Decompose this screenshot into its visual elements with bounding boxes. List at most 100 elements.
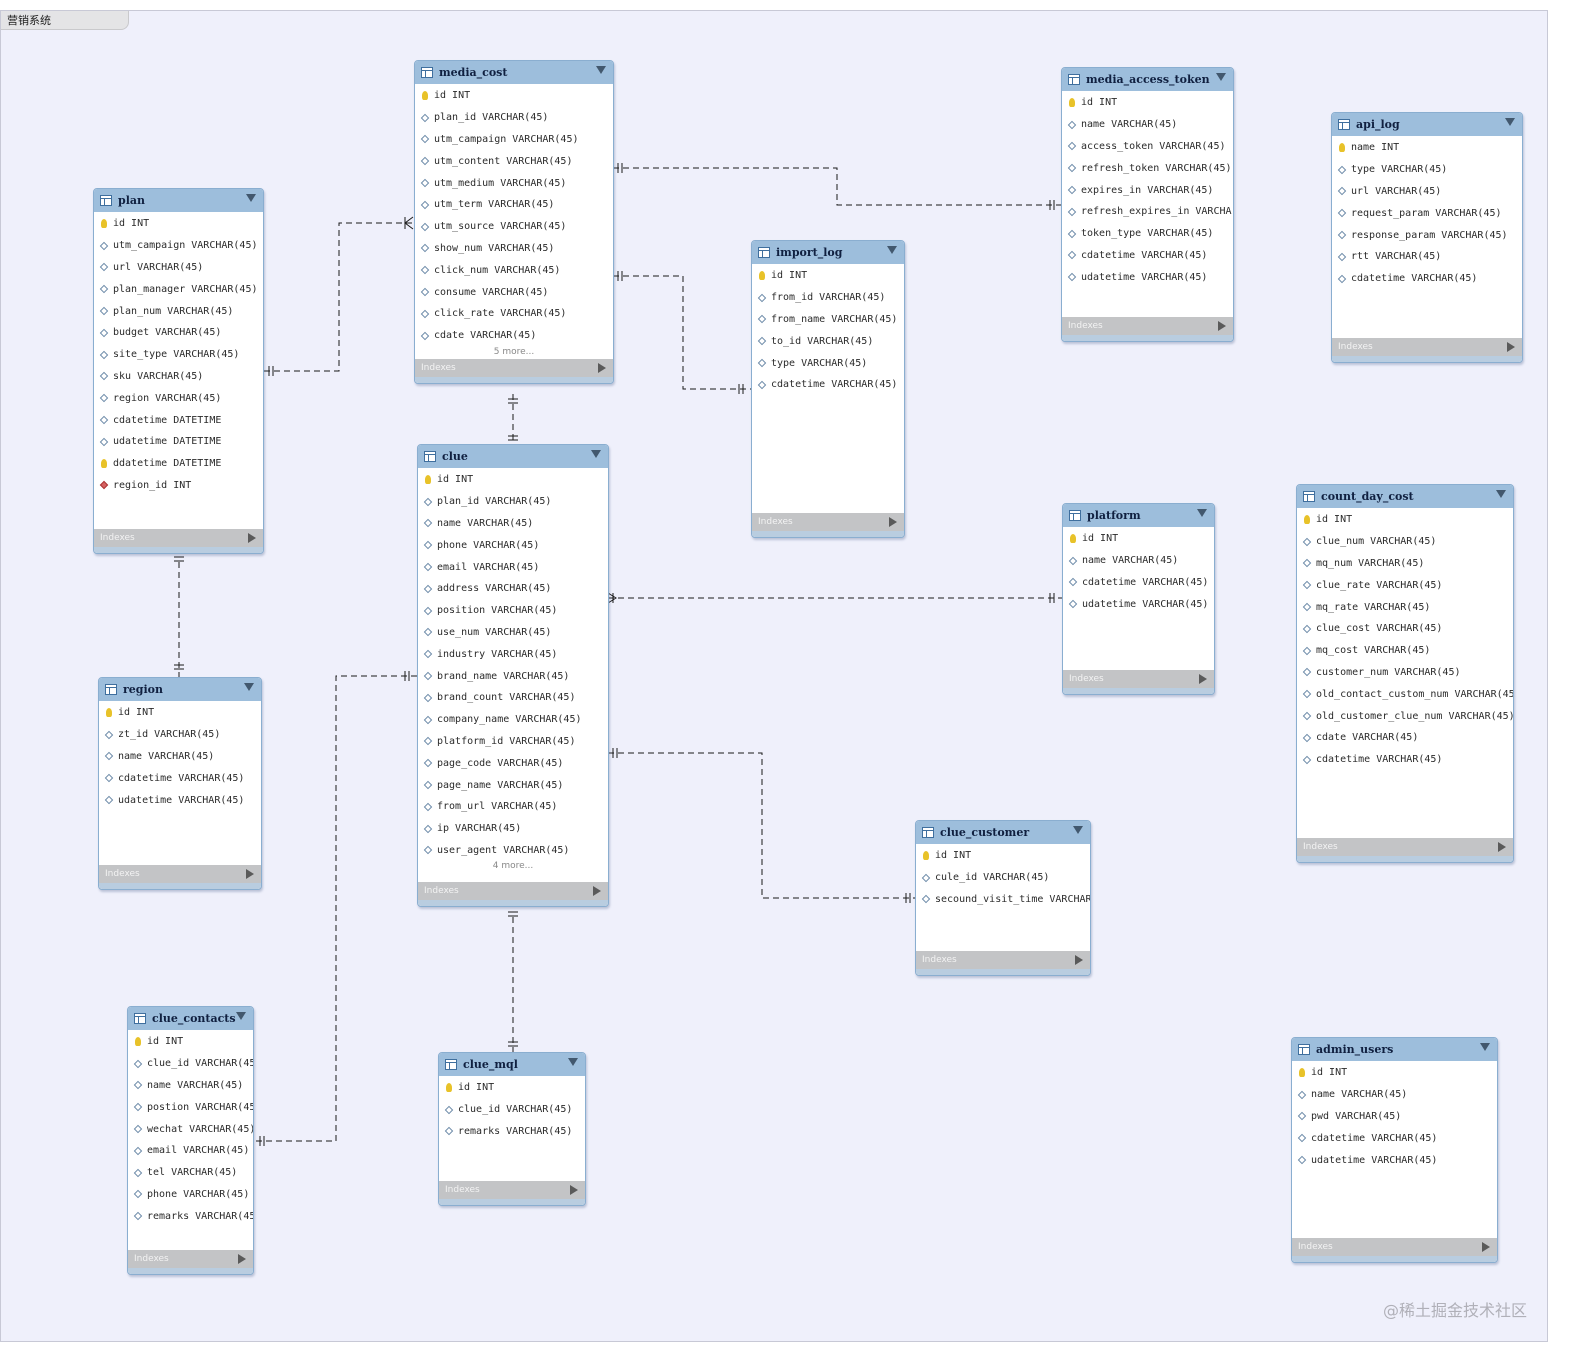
- table-header[interactable]: clue_contacts: [128, 1007, 253, 1030]
- column-row[interactable]: rtt VARCHAR(45): [1332, 246, 1522, 268]
- column-row[interactable]: budget VARCHAR(45): [94, 322, 263, 344]
- column-row[interactable]: id INT: [128, 1031, 253, 1053]
- indexes-section[interactable]: Indexes: [1062, 317, 1233, 335]
- indexes-section[interactable]: Indexes: [94, 529, 263, 547]
- indexes-section[interactable]: Indexes: [415, 359, 613, 377]
- column-row[interactable]: remarks VARCHAR(45): [128, 1205, 253, 1227]
- diagram-tab[interactable]: 营销系统: [1, 11, 129, 30]
- column-row[interactable]: cdatetime VARCHAR(45): [1063, 572, 1214, 594]
- collapse-arrow-icon[interactable]: [1496, 490, 1506, 498]
- indexes-section[interactable]: Indexes: [128, 1250, 253, 1268]
- column-row[interactable]: plan_id VARCHAR(45): [415, 107, 613, 129]
- column-row[interactable]: phone VARCHAR(45): [128, 1184, 253, 1206]
- column-row[interactable]: secound_visit_time VARCHAR···: [916, 889, 1090, 911]
- column-row[interactable]: name VARCHAR(45): [1292, 1084, 1497, 1106]
- indexes-section[interactable]: Indexes: [99, 865, 261, 883]
- column-row[interactable]: pwd VARCHAR(45): [1292, 1106, 1497, 1128]
- column-row[interactable]: sku VARCHAR(45): [94, 366, 263, 388]
- column-row[interactable]: page_name VARCHAR(45): [418, 774, 608, 796]
- expand-arrow-icon[interactable]: [1075, 955, 1083, 965]
- column-row[interactable]: id INT: [1063, 528, 1214, 550]
- column-row[interactable]: industry VARCHAR(45): [418, 643, 608, 665]
- collapse-arrow-icon[interactable]: [1505, 118, 1515, 126]
- column-row[interactable]: show_num VARCHAR(45): [415, 238, 613, 260]
- table-header[interactable]: region: [99, 678, 261, 701]
- column-row[interactable]: udatetime VARCHAR(45): [1292, 1149, 1497, 1171]
- column-row[interactable]: cdatetime VARCHAR(45): [1332, 268, 1522, 290]
- expand-arrow-icon[interactable]: [889, 517, 897, 527]
- column-row[interactable]: mq_num VARCHAR(45): [1297, 553, 1513, 575]
- indexes-section[interactable]: Indexes: [1332, 338, 1522, 356]
- column-row[interactable]: company_name VARCHAR(45): [418, 709, 608, 731]
- column-row[interactable]: mq_rate VARCHAR(45): [1297, 596, 1513, 618]
- column-row[interactable]: token_type VARCHAR(45): [1062, 223, 1233, 245]
- column-row[interactable]: request_param VARCHAR(45): [1332, 202, 1522, 224]
- column-row[interactable]: region_id INT: [94, 475, 263, 497]
- expand-arrow-icon[interactable]: [570, 1185, 578, 1195]
- column-row[interactable]: site_type VARCHAR(45): [94, 344, 263, 366]
- column-row[interactable]: old_customer_clue_num VARCHAR(45): [1297, 705, 1513, 727]
- indexes-section[interactable]: Indexes: [916, 951, 1090, 969]
- column-row[interactable]: address VARCHAR(45): [418, 578, 608, 600]
- expand-arrow-icon[interactable]: [1199, 674, 1207, 684]
- column-row[interactable]: platform_id VARCHAR(45): [418, 731, 608, 753]
- column-row[interactable]: expires_in VARCHAR(45): [1062, 179, 1233, 201]
- indexes-section[interactable]: Indexes: [439, 1181, 585, 1199]
- column-row[interactable]: utm_medium VARCHAR(45): [415, 172, 613, 194]
- indexes-section[interactable]: Indexes: [418, 882, 608, 900]
- column-row[interactable]: name VARCHAR(45): [128, 1075, 253, 1097]
- column-row[interactable]: name VARCHAR(45): [99, 746, 261, 768]
- column-row[interactable]: id INT: [1297, 509, 1513, 531]
- indexes-section[interactable]: Indexes: [752, 513, 904, 531]
- column-row[interactable]: clue_num VARCHAR(45): [1297, 531, 1513, 553]
- table-header[interactable]: clue: [418, 445, 608, 468]
- collapse-arrow-icon[interactable]: [246, 194, 256, 202]
- column-row[interactable]: cdatetime VARCHAR(45): [99, 767, 261, 789]
- column-row[interactable]: refresh_expires_in VARCHA···: [1062, 201, 1233, 223]
- column-row[interactable]: click_rate VARCHAR(45): [415, 303, 613, 325]
- column-row[interactable]: id INT: [1062, 92, 1233, 114]
- column-row[interactable]: udatetime VARCHAR(45): [99, 789, 261, 811]
- column-row[interactable]: old_contact_custom_num VARCHAR(45): [1297, 683, 1513, 705]
- column-row[interactable]: plan_num VARCHAR(45): [94, 300, 263, 322]
- expand-arrow-icon[interactable]: [598, 363, 606, 373]
- collapse-arrow-icon[interactable]: [591, 450, 601, 458]
- column-row[interactable]: cdatetime VARCHAR(45): [1062, 245, 1233, 267]
- column-row[interactable]: phone VARCHAR(45): [418, 534, 608, 556]
- column-row[interactable]: zt_id VARCHAR(45): [99, 724, 261, 746]
- expand-arrow-icon[interactable]: [1507, 342, 1515, 352]
- expand-arrow-icon[interactable]: [246, 869, 254, 879]
- column-row[interactable]: url VARCHAR(45): [94, 257, 263, 279]
- expand-arrow-icon[interactable]: [1482, 1242, 1490, 1252]
- column-row[interactable]: id INT: [99, 702, 261, 724]
- column-row[interactable]: cdate VARCHAR(45): [415, 325, 613, 347]
- collapse-arrow-icon[interactable]: [1073, 826, 1083, 834]
- column-row[interactable]: from_id VARCHAR(45): [752, 287, 904, 309]
- expand-arrow-icon[interactable]: [238, 1254, 246, 1264]
- column-row[interactable]: id INT: [916, 845, 1090, 867]
- column-row[interactable]: name VARCHAR(45): [1062, 114, 1233, 136]
- column-row[interactable]: ip VARCHAR(45): [418, 818, 608, 840]
- column-row[interactable]: user_agent VARCHAR(45): [418, 840, 608, 862]
- table-header[interactable]: platform: [1063, 504, 1214, 527]
- column-row[interactable]: brand_count VARCHAR(45): [418, 687, 608, 709]
- table-header[interactable]: plan: [94, 189, 263, 212]
- column-row[interactable]: type VARCHAR(45): [1332, 159, 1522, 181]
- column-row[interactable]: from_name VARCHAR(45): [752, 309, 904, 331]
- expand-arrow-icon[interactable]: [1498, 842, 1506, 852]
- column-row[interactable]: clue_id VARCHAR(45): [439, 1099, 585, 1121]
- column-row[interactable]: name VARCHAR(45): [418, 513, 608, 535]
- column-row[interactable]: email VARCHAR(45): [418, 556, 608, 578]
- column-row[interactable]: type VARCHAR(45): [752, 352, 904, 374]
- column-row[interactable]: plan_id VARCHAR(45): [418, 491, 608, 513]
- column-row[interactable]: tel VARCHAR(45): [128, 1162, 253, 1184]
